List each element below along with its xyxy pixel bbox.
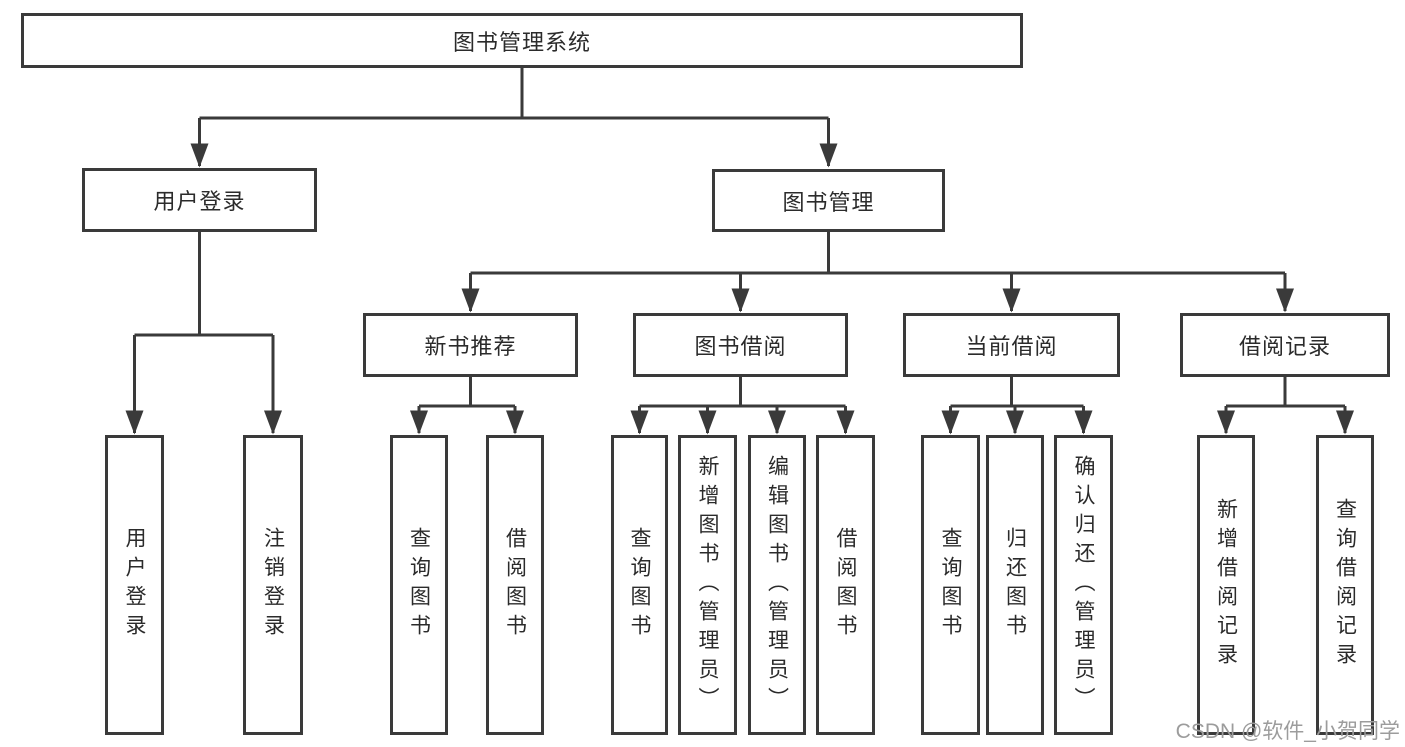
- node-borrowing-records: 借阅记录: [1180, 313, 1390, 377]
- node-current-borrowing: 当前借阅: [903, 313, 1120, 377]
- leaf-bb-add-books-admin: 新增图书（管理员）: [678, 435, 737, 735]
- leaf-logout: 注销登录: [243, 435, 303, 735]
- leaf-br-add-borrow-record-label: 新增借阅记录: [1214, 498, 1238, 672]
- node-current-borrowing-label: 当前借阅: [965, 334, 1058, 359]
- leaf-cb-query-books-label: 查询图书: [939, 527, 962, 643]
- node-borrowing-records-label: 借阅记录: [1238, 334, 1331, 359]
- leaf-nbr-query-books-label: 查询图书: [407, 527, 431, 643]
- connector-user-login-split: [134, 232, 273, 337]
- node-new-book-recommendation-label: 新书推荐: [424, 334, 517, 359]
- node-book-borrowing-label: 图书借阅: [694, 334, 787, 359]
- leaf-cb-query-books: 查询图书: [921, 435, 980, 735]
- leaf-br-query-borrow-record-label: 查询借阅记录: [1333, 498, 1357, 672]
- node-book-borrowing: 图书借阅: [633, 313, 848, 377]
- leaf-logout-label: 注销登录: [261, 527, 285, 643]
- leaf-nbr-borrow-books-label: 借阅图书: [503, 527, 527, 643]
- leaf-bb-query-books: 查询图书: [611, 435, 668, 735]
- connector-root-split: [199, 68, 829, 120]
- connector-new-book-rec-split: [419, 377, 515, 408]
- leaf-nbr-borrow-books: 借阅图书: [486, 435, 544, 735]
- leaf-bb-borrow-books-label: 借阅图书: [834, 527, 857, 643]
- leaf-bb-edit-books-admin: 编辑图书（管理员）: [748, 435, 806, 735]
- leaf-user-login: 用户登录: [105, 435, 164, 735]
- leaf-bb-query-books-label: 查询图书: [628, 527, 651, 643]
- leaf-bb-edit-books-admin-label: 编辑图书（管理员）: [765, 454, 789, 716]
- node-user-login-label: 用户登录: [153, 189, 246, 214]
- node-book-management-label: 图书管理: [782, 189, 875, 215]
- leaf-nbr-query-books: 查询图书: [390, 435, 448, 735]
- leaf-cb-confirm-return-admin: 确认归还（管理员）: [1054, 435, 1113, 735]
- connector-current-borrow-split: [950, 377, 1084, 408]
- node-book-management: 图书管理: [712, 169, 945, 232]
- node-user-login: 用户登录: [82, 168, 317, 232]
- connector-book-borrow-split: [639, 377, 846, 408]
- leaf-user-login-label: 用户登录: [123, 527, 146, 643]
- node-root-label: 图书管理系统: [452, 29, 591, 55]
- leaf-cb-return-books: 归还图书: [986, 435, 1044, 735]
- node-root-library-system: 图书管理系统: [21, 13, 1023, 68]
- leaf-bb-add-books-admin-label: 新增图书（管理员）: [696, 454, 719, 716]
- leaf-br-add-borrow-record: 新增借阅记录: [1197, 435, 1255, 735]
- connector-book-management-split: [470, 232, 1285, 275]
- leaf-cb-return-books-label: 归还图书: [1003, 527, 1027, 643]
- leaf-br-query-borrow-record: 查询借阅记录: [1316, 435, 1374, 735]
- leaf-cb-confirm-return-admin-label: 确认归还（管理员）: [1072, 454, 1095, 716]
- node-new-book-recommendation: 新书推荐: [363, 313, 578, 377]
- csdn-watermark: CSDN @软件_小贺同学: [1175, 720, 1400, 743]
- leaf-bb-borrow-books: 借阅图书: [816, 435, 875, 735]
- connector-borrow-records-split: [1226, 377, 1345, 408]
